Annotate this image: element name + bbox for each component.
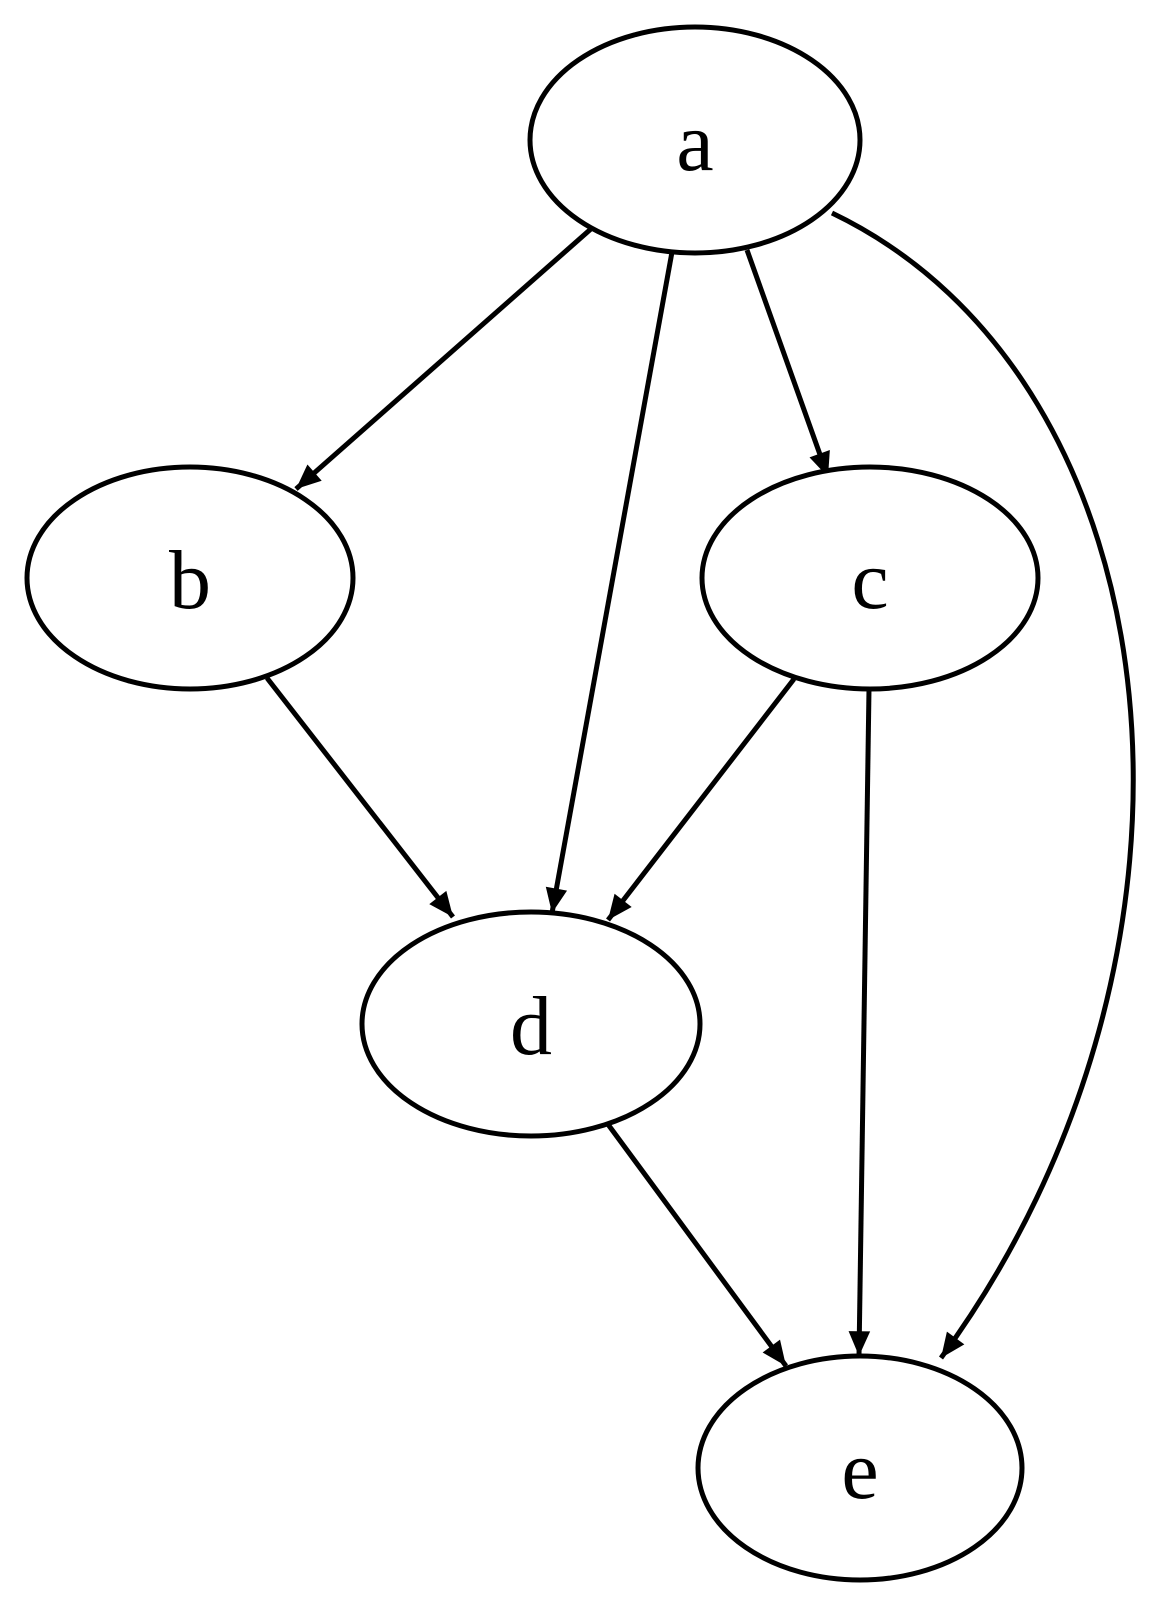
edge-c-d	[606, 677, 796, 922]
node-d-label: d	[510, 980, 552, 1073]
node-a-label: a	[676, 96, 713, 189]
edge-c-e	[848, 688, 872, 1357]
edge-d-e	[604, 1121, 789, 1368]
edge-a-b	[294, 226, 594, 491]
node-d-ellipse	[359, 909, 703, 1139]
node-c-ellipse	[699, 464, 1041, 692]
node-c: c	[699, 464, 1041, 692]
edge-a-c	[744, 249, 831, 478]
node-e-ellipse	[695, 1353, 1025, 1583]
edge-a-b-line	[294, 226, 594, 491]
edge-a-e-curve	[830, 210, 1136, 1360]
edge-b-d	[265, 676, 455, 919]
edge-a-d-line	[545, 251, 675, 914]
node-d: d	[359, 909, 703, 1139]
edge-d-e-line	[604, 1121, 789, 1368]
node-b-label: b	[169, 534, 211, 627]
node-b-ellipse	[24, 464, 356, 692]
edge-a-d	[545, 251, 675, 914]
edge-c-d-line	[606, 677, 796, 922]
edge-a-c-line	[744, 249, 831, 478]
edge-a-e	[830, 210, 1136, 1360]
edge-b-d-line	[265, 676, 455, 919]
node-a-ellipse	[527, 24, 863, 256]
edge-c-e-line	[848, 688, 872, 1357]
node-a: a	[527, 24, 863, 256]
node-e-label: e	[841, 1424, 878, 1517]
node-e: e	[695, 1353, 1025, 1583]
node-c-label: c	[851, 534, 888, 627]
node-b: b	[24, 464, 356, 692]
